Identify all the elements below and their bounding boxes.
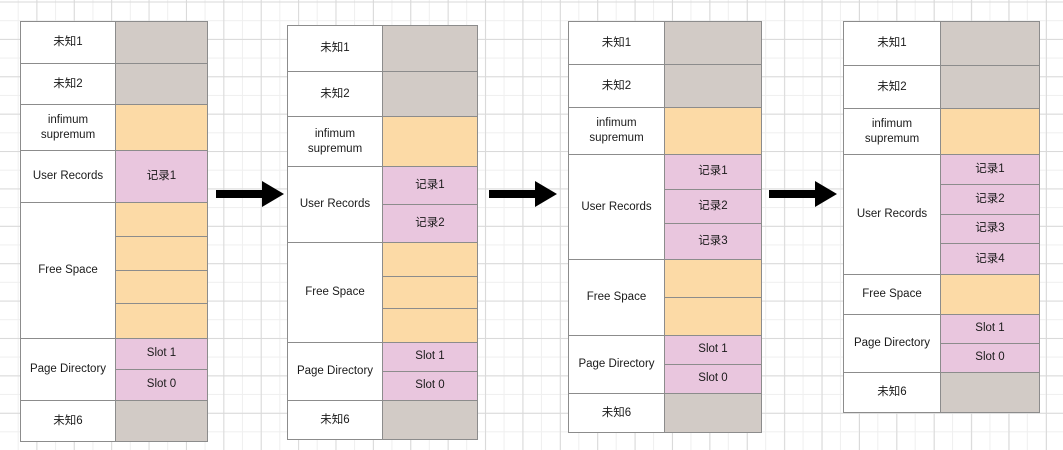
diagram-2-label-records: User Records bbox=[288, 167, 382, 243]
diagram-4-label-infimum: infimum supremum bbox=[844, 109, 940, 155]
diagram-3-label-infimum: infimum supremum bbox=[569, 108, 664, 155]
diagram-4-label-unknown6: 未知6 bbox=[844, 373, 940, 412]
diagram-2-cell-infimum bbox=[383, 117, 477, 167]
diagram-2-free-item-2 bbox=[383, 276, 477, 310]
diagram-4-records-item-1: 记录1 bbox=[941, 155, 1039, 185]
diagram-4-records-item-3: 记录3 bbox=[941, 214, 1039, 245]
diagram-2-cell-unknown1 bbox=[383, 26, 477, 72]
diagram-2-cell-free bbox=[383, 243, 477, 343]
diagram-1-records-item-1: 记录1 bbox=[116, 151, 207, 202]
diagram-3-records-item-3: 记录3 bbox=[665, 224, 761, 259]
diagram-3-label-unknown2: 未知2 bbox=[569, 65, 664, 108]
diagram-1-cell-unknown6 bbox=[116, 401, 207, 441]
diagram-3-free-item-1 bbox=[665, 260, 761, 298]
diagram-1-label-unknown1: 未知1 bbox=[21, 22, 115, 64]
diagram-3-label-unknown6: 未知6 bbox=[569, 394, 664, 432]
diagram-2-label-free: Free Space bbox=[288, 243, 382, 343]
diagram-1-cell-records: 记录1 bbox=[116, 151, 207, 203]
diagram-3-cell-unknown6 bbox=[665, 394, 761, 432]
diagram-4-cell-infimum bbox=[941, 109, 1039, 155]
arrow-3-to-4-icon bbox=[769, 181, 837, 207]
diagram-1-free-item-3 bbox=[116, 270, 207, 305]
diagram-2-directory-item-1: Slot 1 bbox=[383, 343, 477, 372]
diagram-4-cell-unknown2 bbox=[941, 66, 1039, 109]
diagram-3-label-unknown1: 未知1 bbox=[569, 22, 664, 65]
diagram-3-cell-unknown2 bbox=[665, 65, 761, 108]
diagram-2-records-item-1: 记录1 bbox=[383, 167, 477, 205]
diagram-3-label-records: User Records bbox=[569, 155, 664, 260]
arrow-1-to-2-icon bbox=[216, 181, 284, 207]
diagram-3-cell-unknown1 bbox=[665, 22, 761, 65]
diagram-2-free-item-1 bbox=[383, 243, 477, 277]
diagram-4-cell-unknown1 bbox=[941, 22, 1039, 66]
diagram-1-label-infimum: infimum supremum bbox=[21, 105, 115, 151]
diagram-3-cell-free bbox=[665, 260, 761, 336]
diagram-3-directory-item-1: Slot 1 bbox=[665, 336, 761, 365]
diagram-3-free-item-2 bbox=[665, 297, 761, 335]
diagram-4-records-item-4: 记录4 bbox=[941, 244, 1039, 274]
diagram-4-label-free: Free Space bbox=[844, 275, 940, 315]
diagram-2-free-item-3 bbox=[383, 309, 477, 342]
diagram-1-free-item-4 bbox=[116, 304, 207, 338]
diagram-1-cell-free bbox=[116, 203, 207, 339]
diagram-1-cell-unknown1 bbox=[116, 22, 207, 64]
diagram-1-label-unknown2: 未知2 bbox=[21, 64, 115, 105]
diagram-2-label-unknown1: 未知1 bbox=[288, 26, 382, 72]
diagram-1-directory-item-1: Slot 1 bbox=[116, 339, 207, 370]
diagram-3-records-item-2: 记录2 bbox=[665, 189, 761, 225]
diagram-3-label-free: Free Space bbox=[569, 260, 664, 336]
diagram-2-cell-unknown2 bbox=[383, 72, 477, 117]
diagram-3-label-directory: Page Directory bbox=[569, 336, 664, 394]
diagram-4-cell-unknown6 bbox=[941, 373, 1039, 412]
diagram-4-cell-free bbox=[941, 275, 1039, 315]
diagram-4-free-item-1 bbox=[941, 275, 1039, 314]
diagram-3-directory-item-2: Slot 0 bbox=[665, 364, 761, 393]
diagram-1-cell-unknown2 bbox=[116, 64, 207, 105]
diagram-1-label-free: Free Space bbox=[21, 203, 115, 339]
diagram-1-label-records: User Records bbox=[21, 151, 115, 203]
diagram-2-label-infimum: infimum supremum bbox=[288, 117, 382, 167]
diagram-1-free-item-1 bbox=[116, 203, 207, 237]
diagram-4-label-unknown1: 未知1 bbox=[844, 22, 940, 66]
diagram-3-records-item-1: 记录1 bbox=[665, 155, 761, 190]
diagram-4-records-item-2: 记录2 bbox=[941, 184, 1039, 215]
diagram-1-label-directory: Page Directory bbox=[21, 339, 115, 401]
diagram-3-cell-infimum bbox=[665, 108, 761, 155]
diagram-1-directory-item-2: Slot 0 bbox=[116, 369, 207, 400]
diagram-1-cell-infimum bbox=[116, 105, 207, 151]
diagram-2-label-unknown2: 未知2 bbox=[288, 72, 382, 117]
diagram-2-directory-item-2: Slot 0 bbox=[383, 371, 477, 400]
diagram-4-label-records: User Records bbox=[844, 155, 940, 275]
diagram-4-directory-item-1: Slot 1 bbox=[941, 315, 1039, 344]
diagram-2-cell-unknown6 bbox=[383, 401, 477, 439]
diagram-2-label-directory: Page Directory bbox=[288, 343, 382, 401]
diagram-1-label-unknown6: 未知6 bbox=[21, 401, 115, 441]
diagram-1-free-item-2 bbox=[116, 236, 207, 271]
diagram-2-records-item-2: 记录2 bbox=[383, 204, 477, 242]
diagram-4-label-unknown2: 未知2 bbox=[844, 66, 940, 109]
diagram-4-directory-item-2: Slot 0 bbox=[941, 343, 1039, 372]
diagram-4-label-directory: Page Directory bbox=[844, 315, 940, 373]
arrow-2-to-3-icon bbox=[489, 181, 557, 207]
diagram-2-label-unknown6: 未知6 bbox=[288, 401, 382, 439]
